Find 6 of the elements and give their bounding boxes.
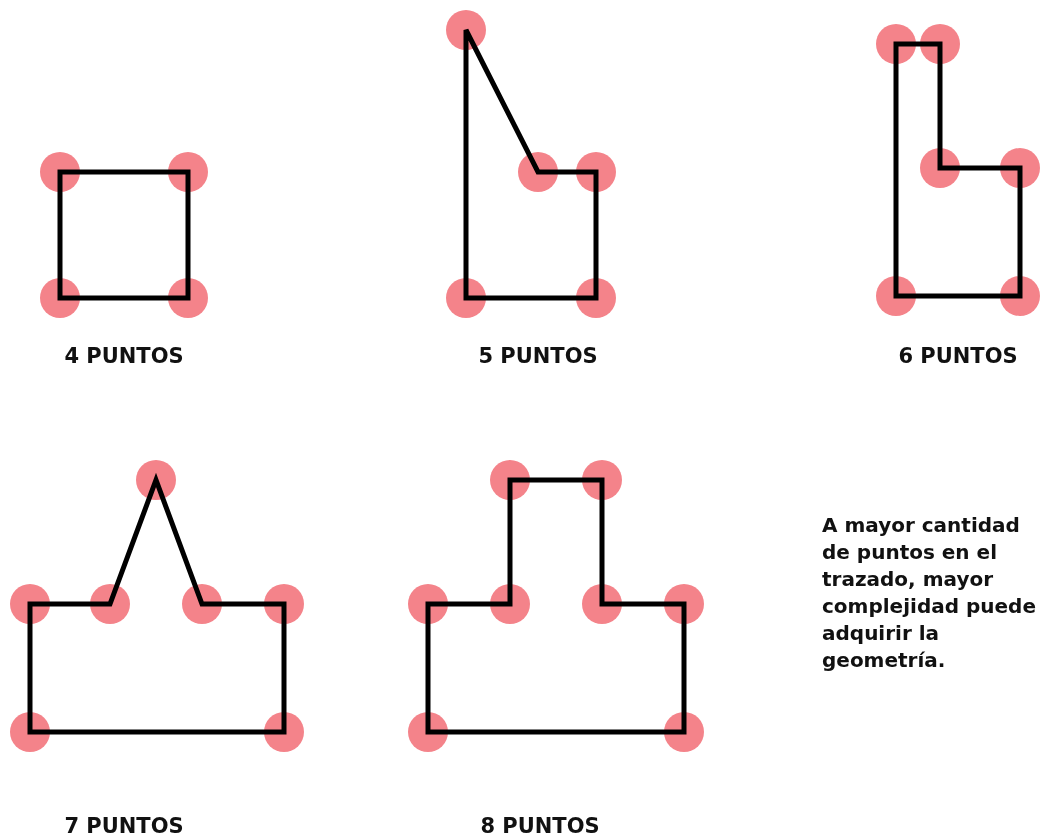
point-count-label: 5 PUNTOS: [478, 344, 598, 368]
point-count-label: 4 PUNTOS: [64, 344, 184, 368]
point-count-label: 7 PUNTOS: [64, 814, 184, 838]
point-count-label: 8 PUNTOS: [480, 814, 600, 838]
point-count-label: 6 PUNTOS: [898, 344, 1018, 368]
note-text: A mayor cantidad de puntos en el trazado, mayor complejidad puede adquirir la geometría.: [822, 512, 1037, 674]
